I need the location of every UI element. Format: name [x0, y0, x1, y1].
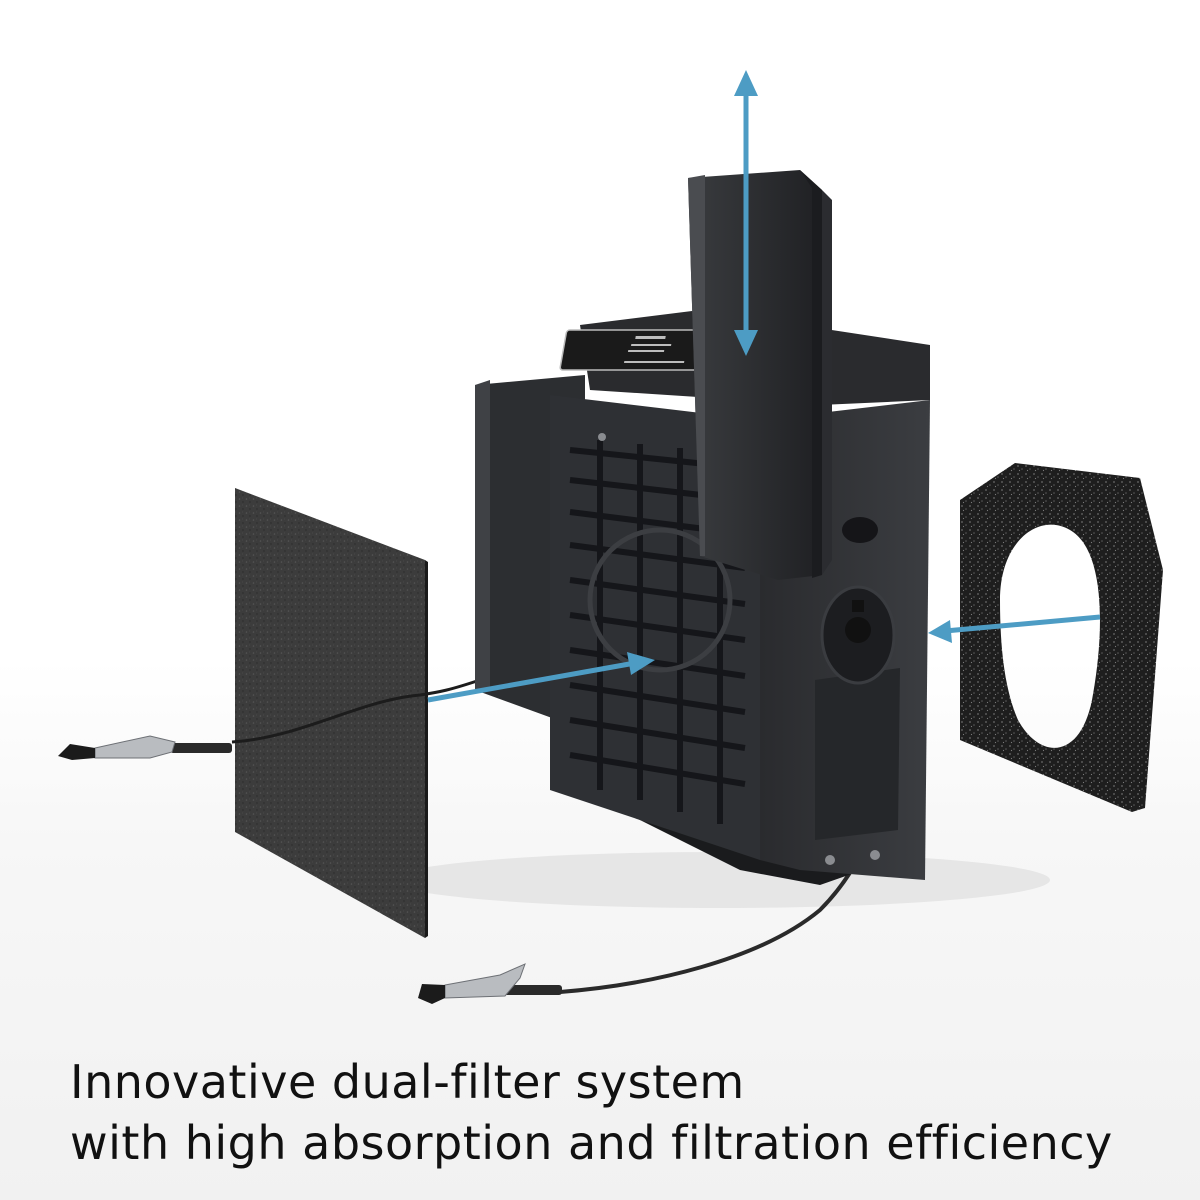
rear-filter-sponge	[960, 463, 1163, 812]
adjustable-stand-handle	[688, 170, 832, 580]
front-filter-sponge	[235, 488, 428, 938]
caption: Innovative dual-filter system with high …	[70, 1052, 1170, 1174]
front-insert-arrow-icon	[427, 652, 655, 703]
up-down-arrow-icon	[734, 70, 758, 356]
rear-insert-arrow-icon	[928, 614, 1101, 643]
side-knob	[820, 585, 896, 685]
left-alligator-clip	[58, 678, 481, 760]
floor-shadow	[390, 852, 1050, 908]
caption-line-2: with high absorption and filtration effi…	[70, 1116, 1113, 1170]
caption-line-1: Innovative dual-filter system	[70, 1055, 745, 1109]
